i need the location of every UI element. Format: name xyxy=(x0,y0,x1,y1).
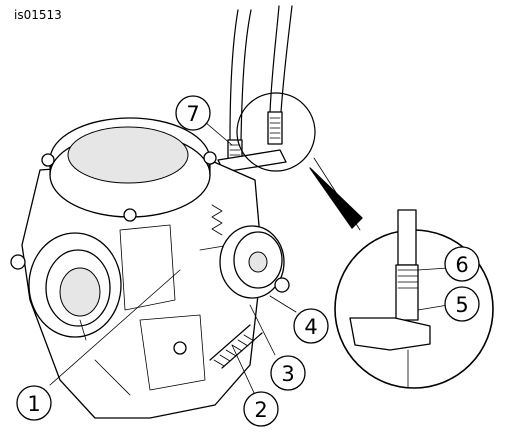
callout-5: 5 xyxy=(444,286,480,322)
leader-lines xyxy=(49,121,449,396)
inset-pointer xyxy=(309,167,363,229)
figure-id: is01513 xyxy=(14,8,62,22)
idle-spring xyxy=(209,324,263,369)
callout-label-1: 1 xyxy=(27,392,40,416)
leader-5 xyxy=(417,304,449,311)
callout-7: 7 xyxy=(175,95,211,131)
callout-label-7: 7 xyxy=(186,102,199,126)
callout-label-2: 2 xyxy=(254,398,267,422)
leader-1 xyxy=(49,269,181,386)
throttle-wheel xyxy=(219,225,290,299)
leader-6 xyxy=(417,267,449,271)
callout-6: 6 xyxy=(444,246,480,282)
throttle-cables xyxy=(217,5,293,173)
callout-4: 4 xyxy=(293,308,329,344)
leader-7 xyxy=(204,121,233,146)
callout-1: 1 xyxy=(16,385,52,421)
carburetor-body xyxy=(10,117,263,419)
callout-label-5: 5 xyxy=(455,293,468,317)
callout-2: 2 xyxy=(243,391,279,427)
callout-3: 3 xyxy=(270,355,306,391)
callout-label-6: 6 xyxy=(455,253,468,277)
leader-3 xyxy=(249,304,276,356)
leader-4 xyxy=(269,295,297,313)
callout-label-4: 4 xyxy=(304,315,317,339)
leader-2 xyxy=(231,344,256,396)
callout-label-3: 3 xyxy=(281,362,294,386)
